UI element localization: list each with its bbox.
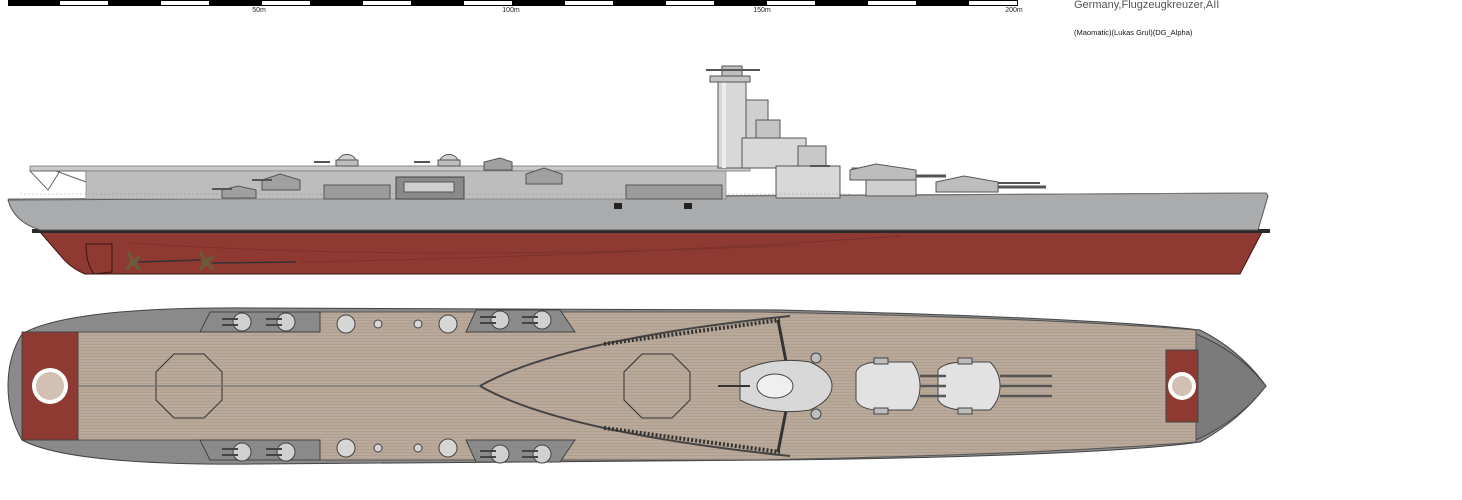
scale-segment — [513, 0, 564, 6]
scale-segment — [917, 0, 968, 6]
scale-segment — [311, 0, 362, 6]
drawing-title: Germany,Flugzeugkreuzer,AII — [1074, 0, 1220, 11]
aa-gun-icon — [314, 153, 359, 167]
scale-segment — [58, 0, 109, 6]
turret-icon — [937, 357, 1001, 415]
turret-icon — [855, 357, 921, 415]
elevator-fwd — [623, 353, 691, 419]
scale-segment — [664, 0, 715, 6]
scale-segment — [765, 0, 816, 6]
roundel-icon — [32, 368, 68, 404]
scale-segment — [8, 0, 59, 6]
elevator-aft — [155, 353, 223, 419]
turret-icon — [849, 163, 946, 197]
turret-icon — [525, 167, 563, 185]
scale-segment — [715, 0, 766, 6]
hull-upper — [7, 192, 1269, 231]
scale-segment — [614, 0, 665, 6]
drawing-credits: (Maomatic)(Lukas Grul)(DG_Alpha) — [1074, 28, 1193, 37]
roundel-icon — [1168, 372, 1196, 400]
turret-icon — [212, 185, 257, 199]
turret-icon — [232, 310, 552, 464]
catapult-rails — [479, 315, 791, 457]
scale-label-200m: 200m — [1005, 7, 1023, 14]
aa-gun-icon — [414, 153, 461, 167]
turret-icon — [252, 173, 301, 191]
side-profile — [7, 65, 1270, 275]
turret-icon — [935, 175, 1046, 193]
top-view — [7, 307, 1267, 465]
hangar-opening — [625, 184, 723, 200]
aa-gun-icon — [336, 314, 458, 458]
scale-segment — [109, 0, 160, 6]
scale-segment — [260, 0, 311, 6]
hangar-opening — [323, 184, 391, 200]
scale-segment — [159, 0, 210, 6]
scale-segment — [816, 0, 867, 6]
scale-segment — [462, 0, 513, 6]
scale-segment — [412, 0, 463, 6]
scale-bar — [8, 0, 1018, 8]
scale-label-50m: 50m — [252, 7, 266, 14]
scale-segment — [967, 0, 1018, 6]
scale-label-100m: 100m — [502, 7, 520, 14]
scale-segment — [563, 0, 614, 6]
scale-segment — [361, 0, 412, 6]
flight-deck — [29, 165, 751, 172]
propeller-icon — [124, 251, 142, 271]
island-top — [718, 352, 833, 420]
turret-icon — [483, 157, 513, 171]
boot-topping — [32, 229, 1270, 233]
rudder-icon — [85, 243, 113, 275]
director-icon — [706, 65, 760, 77]
scale-segment — [210, 0, 261, 6]
scale-segment — [866, 0, 917, 6]
deck-top — [25, 311, 1197, 461]
hull-lower — [38, 231, 1263, 275]
propeller-icon — [198, 251, 216, 272]
scale-label-150m: 150m — [753, 7, 771, 14]
